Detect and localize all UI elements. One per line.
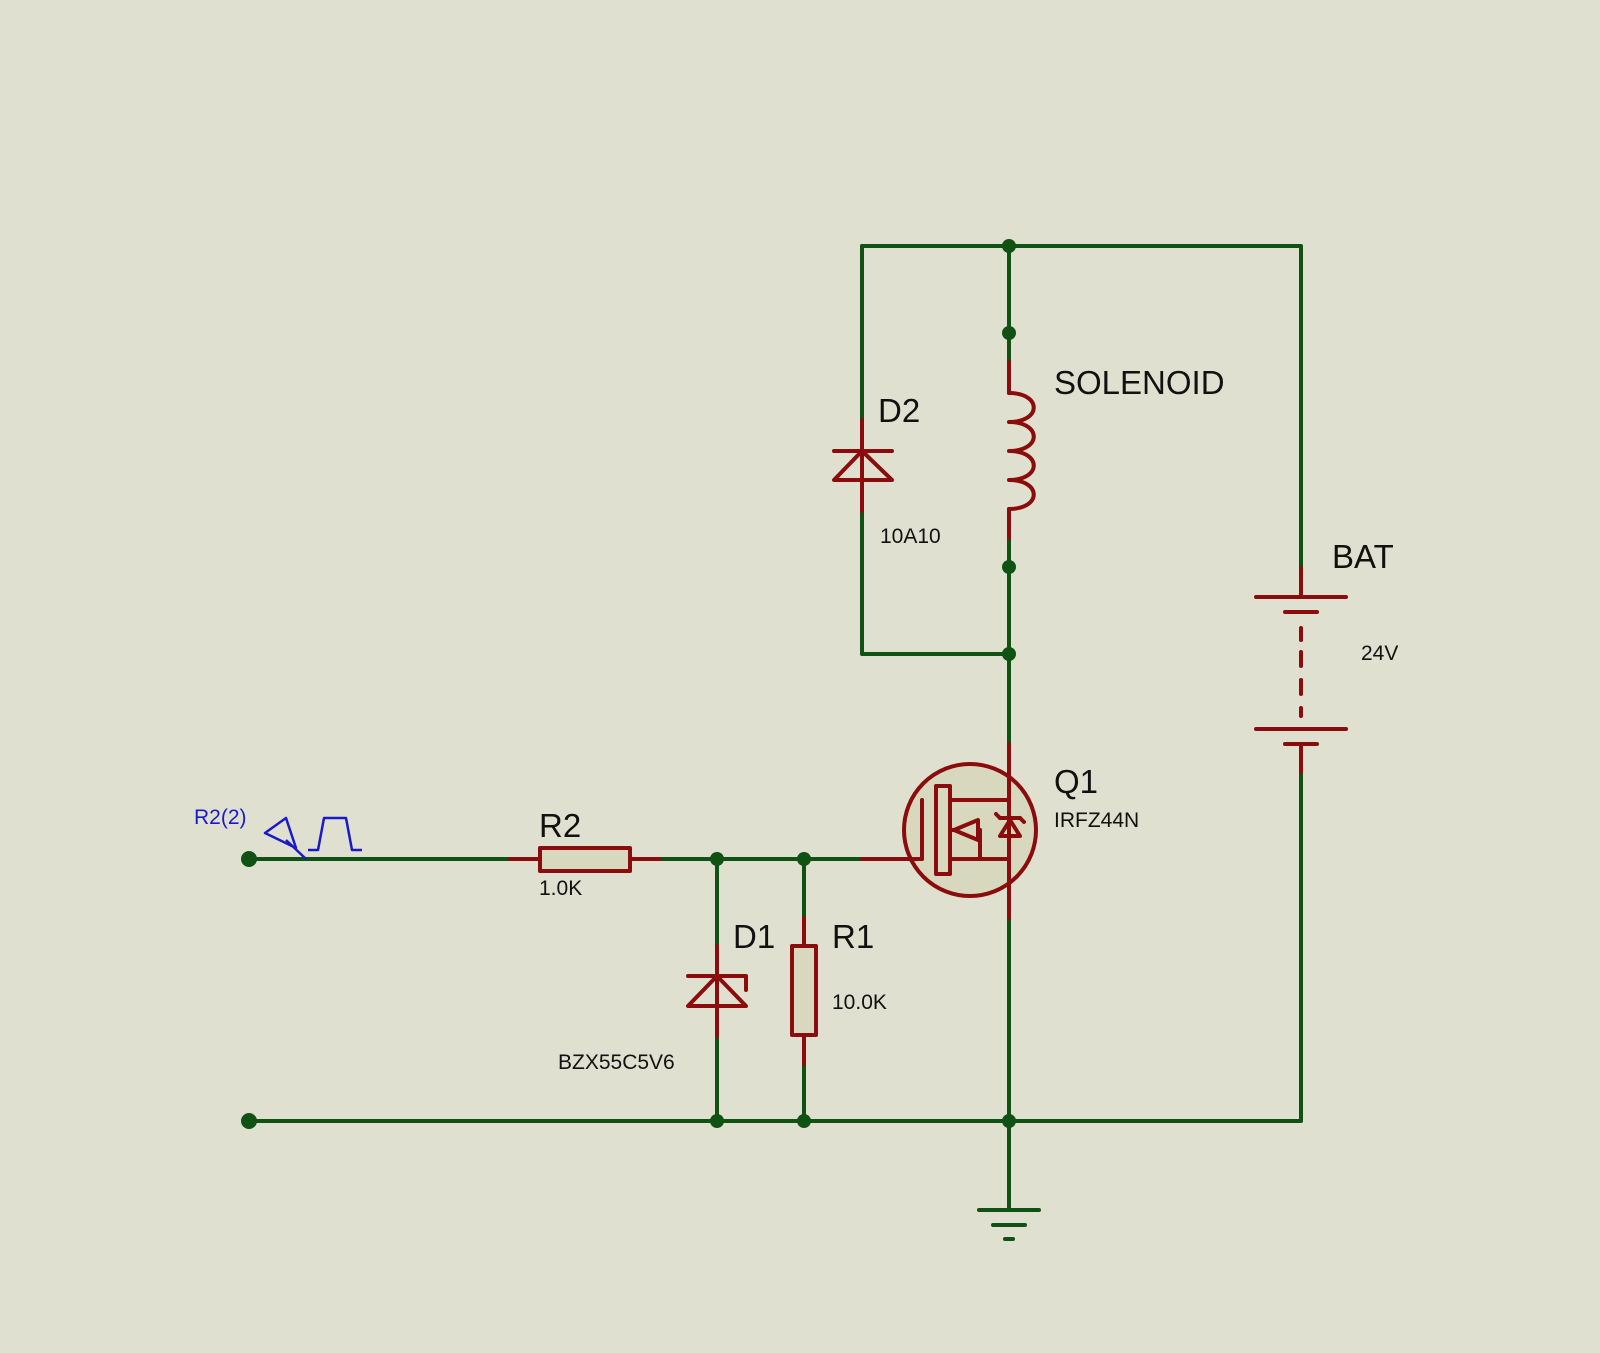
junction-dot bbox=[1002, 1114, 1016, 1128]
d1-ref-label: D1 bbox=[733, 918, 775, 955]
wire-bat-negative bbox=[247, 770, 1303, 1123]
r1-value-label: 10.0K bbox=[832, 991, 887, 1014]
bat-value-label: 24V bbox=[1361, 642, 1398, 665]
junction-dot bbox=[710, 852, 724, 866]
junction-dot bbox=[1002, 560, 1016, 574]
r2-ref-label: R2 bbox=[539, 807, 581, 844]
diode-d2[interactable]: D2 10A10 bbox=[832, 392, 941, 548]
wires bbox=[247, 244, 1303, 1212]
junction-dot bbox=[1002, 239, 1016, 253]
mosfet-q1[interactable]: Q1 IRFZ44N bbox=[860, 742, 1139, 920]
solenoid-coil[interactable]: SOLENOID bbox=[1007, 360, 1225, 540]
bat-ref-label: BAT bbox=[1332, 538, 1394, 575]
ground-icon bbox=[977, 1208, 1041, 1241]
junction-dot bbox=[1002, 647, 1016, 661]
wire-top-rail bbox=[860, 244, 1303, 570]
probe-flag bbox=[263, 816, 298, 850]
zener-diode-d1[interactable]: D1 BZX55C5V6 bbox=[558, 918, 775, 1074]
wire-d2-bottom bbox=[860, 509, 1011, 656]
pulse-waveform bbox=[308, 816, 362, 852]
r2-value-label: 1.0K bbox=[539, 877, 582, 900]
probe-label: R2(2) bbox=[194, 806, 247, 829]
resistor-r1[interactable]: R1 10.0K bbox=[790, 916, 887, 1066]
junction-dot bbox=[710, 1114, 724, 1128]
d1-value-label: BZX55C5V6 bbox=[558, 1051, 675, 1074]
junction-dot bbox=[797, 852, 811, 866]
pulse-generator-icon[interactable]: R2(2) bbox=[194, 806, 362, 860]
q1-ref-label: Q1 bbox=[1054, 763, 1098, 800]
d2-value-label: 10A10 bbox=[880, 525, 941, 548]
resistor-r2[interactable]: R2 1.0K bbox=[508, 807, 662, 900]
d2-ref-label: D2 bbox=[878, 392, 920, 429]
solenoid-ref-label: SOLENOID bbox=[1054, 364, 1225, 401]
junction-dots bbox=[241, 239, 1016, 1129]
junction-dot bbox=[797, 1114, 811, 1128]
battery-bat[interactable]: BAT 24V bbox=[1254, 538, 1398, 774]
junction-dot bbox=[1002, 326, 1016, 340]
terminal-ground-input[interactable] bbox=[241, 1113, 257, 1129]
q1-value-label: IRFZ44N bbox=[1054, 809, 1139, 832]
terminal-input[interactable] bbox=[241, 851, 257, 867]
r1-ref-label: R1 bbox=[832, 918, 874, 955]
